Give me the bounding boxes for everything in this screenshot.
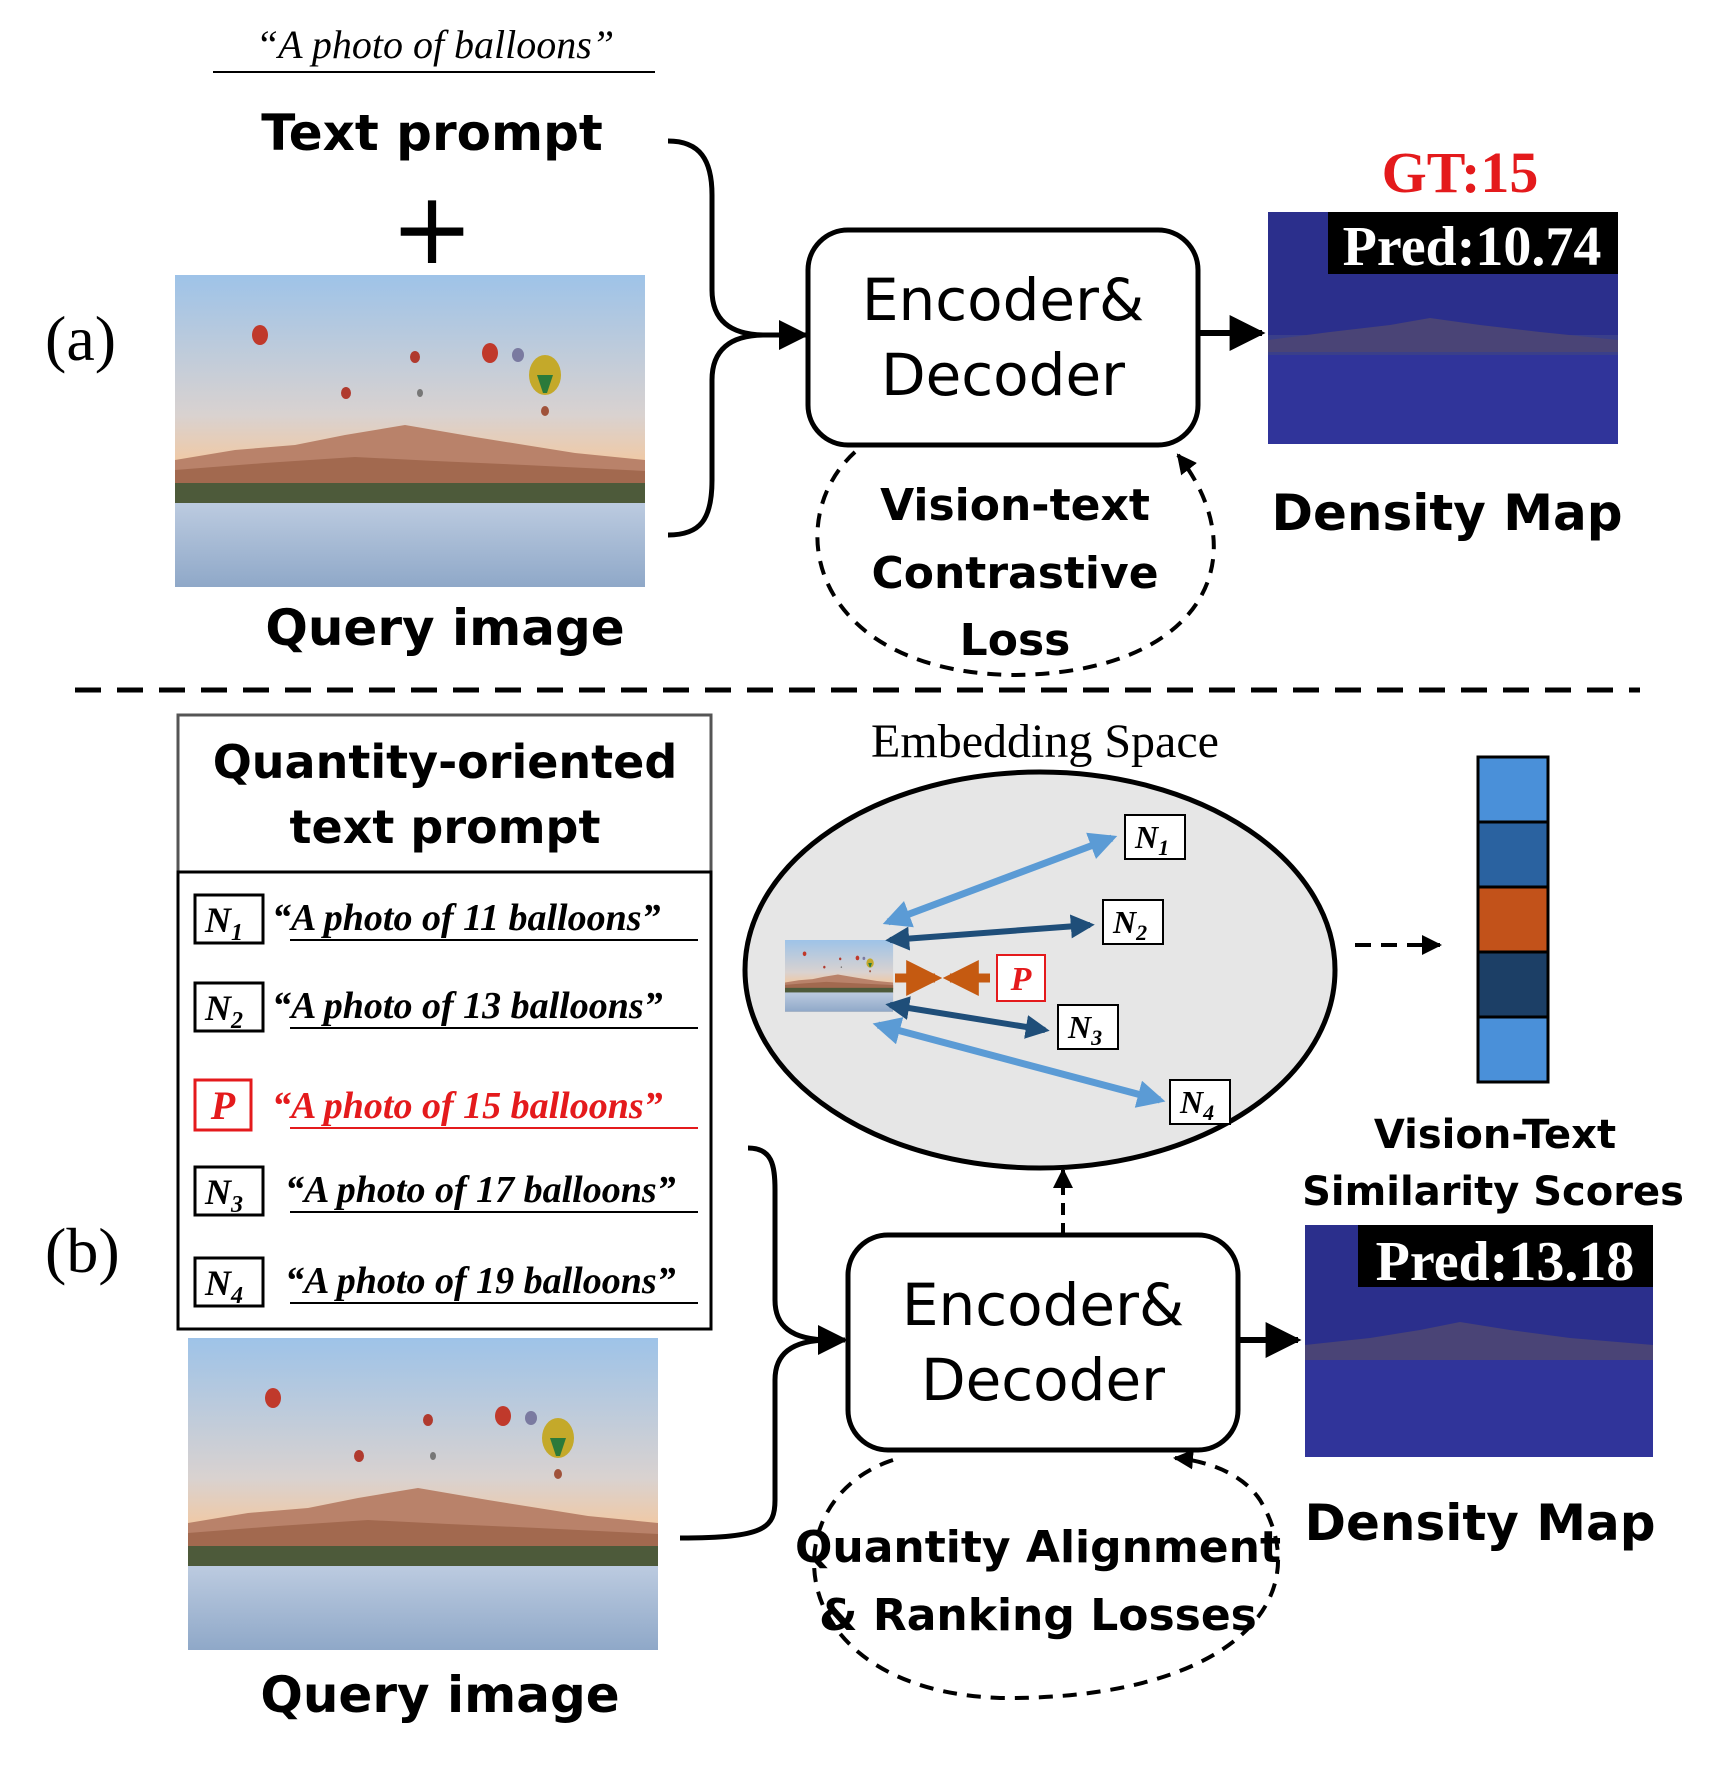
node-n4: N4 bbox=[1169, 1079, 1231, 1125]
svg-text:N3: N3 bbox=[1067, 1009, 1102, 1050]
similarity-cell-5 bbox=[1476, 1015, 1550, 1084]
query-image-label-b: Query image bbox=[260, 1666, 619, 1724]
prompt-text: “A photo of 13 balloons” bbox=[272, 985, 663, 1027]
encoder-label-a2: Decoder bbox=[881, 341, 1125, 409]
density-map-a bbox=[1268, 212, 1618, 444]
pred-label-a: Pred:10.74 bbox=[1343, 216, 1602, 278]
gt-label: GT:15 bbox=[1382, 140, 1539, 205]
plus-sign: + bbox=[390, 170, 474, 287]
prompt-sub: 3 bbox=[230, 1192, 243, 1218]
loss-ellipse-b bbox=[812, 1449, 1280, 1701]
prompt-sub: 4 bbox=[230, 1283, 243, 1309]
prompt-table-header bbox=[176, 713, 713, 874]
prompt-row-n4: N4 “A photo of 19 balloons” bbox=[193, 1256, 698, 1309]
panel-b-label: (b) bbox=[45, 1215, 120, 1286]
arrow-n4 bbox=[872, 1017, 1166, 1108]
prompt-table-title2: text prompt bbox=[290, 800, 601, 854]
node-n2: N2 bbox=[1102, 899, 1164, 945]
prompt-tag: N bbox=[204, 900, 233, 940]
loss-label-b2: & Ranking Losses bbox=[819, 1590, 1257, 1641]
prompt-text: “A photo of 19 balloons” bbox=[285, 1260, 676, 1302]
encoder-label-a1: Encoder& bbox=[862, 266, 1144, 334]
embedding-image-thumb bbox=[785, 940, 894, 1012]
prompt-table-body bbox=[176, 870, 713, 1331]
svg-text:N4: N4 bbox=[204, 1263, 243, 1309]
prompt-tag: N bbox=[204, 988, 233, 1028]
prompt-row-p: P “A photo of 15 balloons” bbox=[193, 1078, 698, 1132]
loss-label-b1: Quantity Alignment bbox=[795, 1522, 1281, 1573]
svg-text:N4: N4 bbox=[1179, 1084, 1214, 1125]
prompt-example: “A photo of balloons” bbox=[256, 22, 614, 67]
svg-text:N2: N2 bbox=[1112, 904, 1147, 945]
node-sub: 1 bbox=[1158, 835, 1169, 860]
density-map-label-b: Density Map bbox=[1304, 1494, 1655, 1552]
pred-label-b: Pred:13.18 bbox=[1376, 1231, 1635, 1293]
input-brace-a bbox=[667, 138, 766, 538]
prompt-tag: N bbox=[204, 1263, 233, 1303]
node-tag: N bbox=[1112, 904, 1138, 940]
node-tag: P bbox=[1010, 961, 1032, 998]
loss-label-a3: Loss bbox=[960, 615, 1071, 666]
similarity-cell-3 bbox=[1476, 885, 1550, 954]
svg-text:N2: N2 bbox=[204, 988, 243, 1034]
encoder-label-b2: Decoder bbox=[921, 1346, 1165, 1414]
arrow-n2 bbox=[885, 914, 1095, 951]
node-tag: N bbox=[1067, 1009, 1093, 1045]
prompt-tag: N bbox=[204, 1172, 233, 1212]
node-sub: 2 bbox=[1135, 920, 1147, 945]
prompt-row-n1: N1 “A photo of 11 balloons” bbox=[193, 893, 698, 946]
arrow-n1 bbox=[882, 832, 1118, 928]
similarity-cell-1 bbox=[1476, 755, 1550, 824]
node-sub: 3 bbox=[1090, 1025, 1102, 1050]
prompt-row-n3: N3 “A photo of 17 balloons” bbox=[193, 1165, 698, 1218]
node-tag: N bbox=[1134, 819, 1160, 855]
query-image-b bbox=[188, 1338, 658, 1650]
similarity-cell-2 bbox=[1476, 820, 1550, 889]
node-n3: N3 bbox=[1057, 1004, 1119, 1050]
similarity-cell-4 bbox=[1476, 950, 1550, 1019]
node-tag: N bbox=[1179, 1084, 1205, 1120]
density-map-label-a: Density Map bbox=[1271, 484, 1622, 542]
text-prompt-title: Text prompt bbox=[261, 104, 603, 162]
prompt-text: “A photo of 17 balloons” bbox=[285, 1169, 676, 1211]
prompt-tag: P bbox=[210, 1083, 236, 1128]
svg-text:N1: N1 bbox=[1134, 819, 1169, 860]
panel-a-label: (a) bbox=[45, 303, 116, 374]
embedding-space-title: Embedding Space bbox=[871, 715, 1219, 768]
prompt-text: “A photo of 11 balloons” bbox=[272, 897, 661, 939]
node-p: P bbox=[996, 954, 1046, 1002]
similarity-bar bbox=[1476, 755, 1550, 1084]
prompt-sub: 2 bbox=[230, 1008, 243, 1034]
node-sub: 4 bbox=[1202, 1100, 1214, 1125]
density-map-b bbox=[1305, 1225, 1653, 1457]
loss-label-a1: Vision-text bbox=[880, 480, 1150, 531]
prompt-sub: 1 bbox=[231, 920, 243, 946]
svg-text:N1: N1 bbox=[204, 900, 243, 946]
query-image-label-a: Query image bbox=[265, 599, 624, 657]
encoder-decoder-box-a bbox=[805, 227, 1201, 448]
similarity-label-2: Similarity Scores bbox=[1302, 1169, 1684, 1215]
prompt-text: “A photo of 15 balloons” bbox=[272, 1085, 663, 1127]
query-image-a bbox=[175, 275, 645, 587]
similarity-label-1: Vision-Text bbox=[1374, 1112, 1616, 1158]
loss-label-a2: Contrastive bbox=[871, 548, 1158, 599]
svg-text:N3: N3 bbox=[204, 1172, 243, 1218]
prompt-table-title1: Quantity-oriented bbox=[213, 735, 678, 789]
prompt-row-n2: N2 “A photo of 13 balloons” bbox=[193, 981, 698, 1034]
encoder-label-b1: Encoder& bbox=[902, 1271, 1184, 1339]
encoder-decoder-box-b bbox=[845, 1232, 1241, 1453]
node-n1: N1 bbox=[1124, 814, 1186, 860]
